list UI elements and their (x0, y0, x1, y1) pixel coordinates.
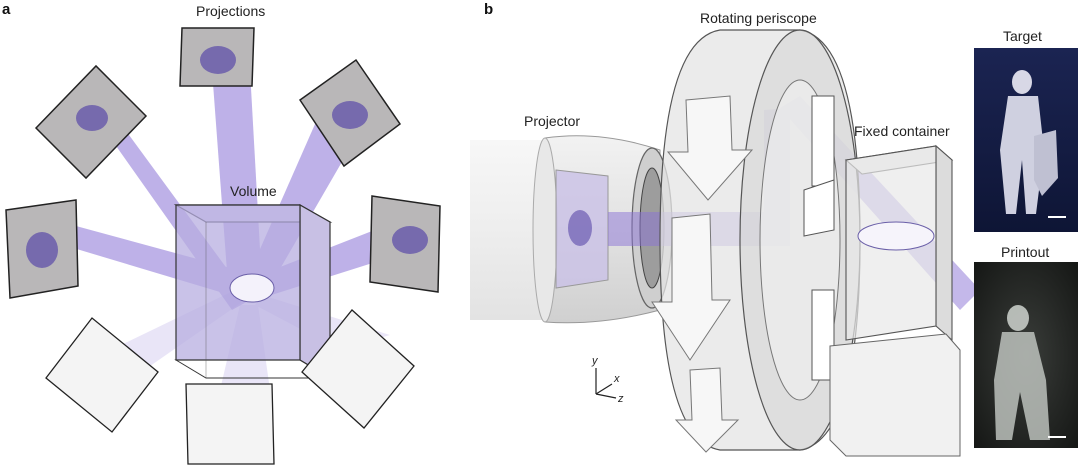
rotating-periscope-label: Rotating periscope (700, 10, 817, 26)
fixed-container-label: Fixed container (854, 123, 950, 139)
blank-panel-lower-right (301, 309, 415, 429)
printout-label: Printout (1001, 244, 1049, 260)
rotation-arrow-down-icon (674, 367, 740, 453)
projection-panel-upper-left (34, 64, 148, 180)
projection-panel-right (369, 195, 441, 293)
rotation-arrow-down-icon (666, 95, 754, 201)
volume-cube (173, 203, 333, 380)
projector-label: Projector (524, 113, 580, 129)
printed-object-icon (857, 221, 935, 251)
target-photo (974, 48, 1078, 232)
rotating-periscope (651, 29, 861, 453)
projection-panel-upper-right (298, 58, 402, 168)
axis-x-label: x (613, 373, 620, 385)
projections-label: Projections (196, 3, 265, 19)
panel-b-letter: b (484, 1, 493, 18)
panel-b: b Rotating periscope Projector Fixed con… (470, 1, 1078, 457)
scale-bar (1048, 216, 1066, 218)
rotation-arrow-down-icon (651, 213, 731, 361)
scale-bar (1048, 436, 1066, 438)
axis-z-label: z (617, 393, 624, 405)
blank-panel-lower-left (45, 317, 159, 433)
printout-photo (974, 262, 1078, 448)
projection-panel-left (5, 199, 79, 299)
projection-panel-top (179, 27, 255, 87)
axis-y-label: y (591, 355, 599, 367)
target-label: Target (1003, 28, 1042, 44)
printed-object-icon (229, 273, 275, 303)
axis-triad: y x z (591, 355, 624, 405)
panel-a: a Projections Volume (2, 1, 441, 465)
panel-a-letter: a (2, 1, 11, 18)
volume-label: Volume (230, 183, 277, 199)
fixed-container (829, 144, 961, 457)
blank-panel-bottom (185, 383, 275, 465)
